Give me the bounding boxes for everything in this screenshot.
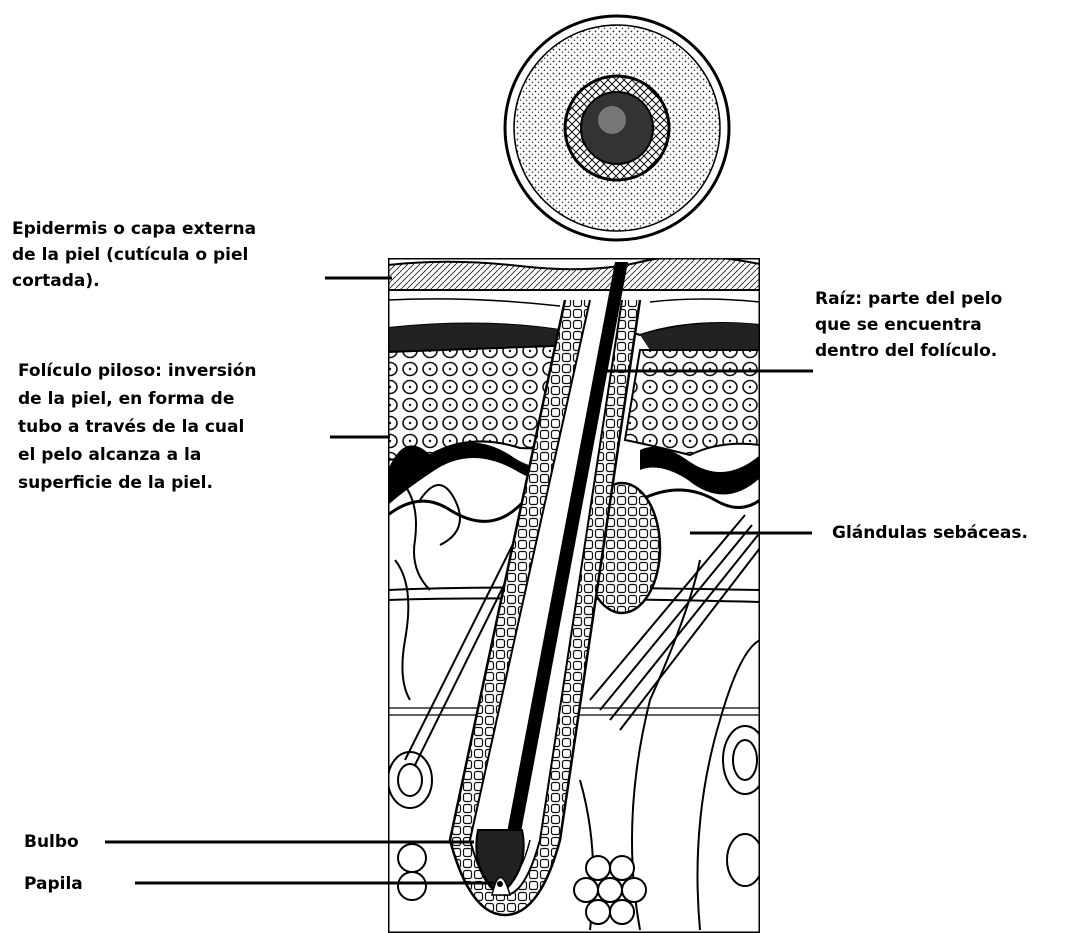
label-epidermis-line-3: cortada). xyxy=(12,268,256,294)
label-glandulas: Glándulas sebáceas. xyxy=(832,520,1028,546)
label-foliculo-line-1: Folículo piloso: inversión xyxy=(18,357,257,385)
label-glandulas-line-1: Glándulas sebáceas. xyxy=(832,520,1028,546)
label-bulbo: Bulbo xyxy=(24,829,79,855)
label-epidermis-line-1: Epidermis o capa externa xyxy=(12,216,256,242)
label-raiz: Raíz: parte del pelo que se encuentra de… xyxy=(815,286,1002,364)
label-papila-line-1: Papila xyxy=(24,871,83,897)
label-papila: Papila xyxy=(24,871,83,897)
label-raiz-line-1: Raíz: parte del pelo xyxy=(815,286,1002,312)
label-epidermis: Epidermis o capa externa de la piel (cut… xyxy=(12,216,256,294)
label-foliculo-line-2: de la piel, en forma de xyxy=(18,385,257,413)
hair-cross-section xyxy=(505,16,729,240)
label-foliculo: Folículo piloso: inversión de la piel, e… xyxy=(18,357,257,497)
label-foliculo-line-4: el pelo alcanza a la xyxy=(18,441,257,469)
label-bulbo-line-1: Bulbo xyxy=(24,829,79,855)
label-epidermis-line-2: de la piel (cutícula o piel xyxy=(12,242,256,268)
label-foliculo-line-3: tubo a través de la cual xyxy=(18,413,257,441)
label-raiz-line-3: dentro del folículo. xyxy=(815,338,1002,364)
label-foliculo-line-5: superficie de la piel. xyxy=(18,469,257,497)
skin-section xyxy=(388,256,767,933)
label-raiz-line-2: que se encuentra xyxy=(815,312,1002,338)
